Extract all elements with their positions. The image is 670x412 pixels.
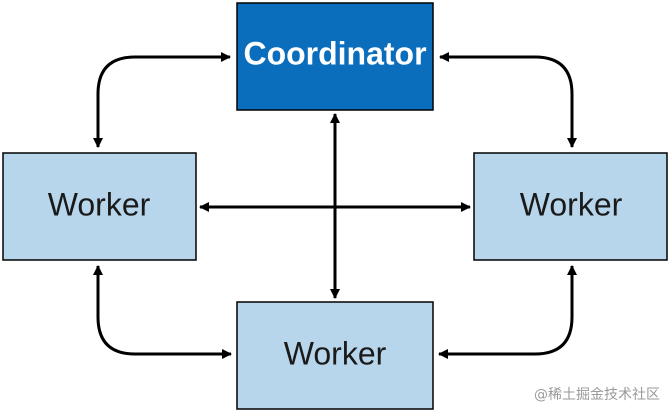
watermark: @稀土掘金技术社区 [534, 387, 660, 403]
coordinator-box [236, 2, 434, 111]
worker-bottom-node: Worker [236, 301, 434, 410]
worker-right-box [473, 152, 668, 261]
edge-coordinator-worker-right [439, 52, 577, 148]
coordinator-node: Coordinator [236, 2, 434, 111]
worker-right-node: Worker [473, 152, 668, 261]
edge-worker-right-worker-bottom [438, 265, 577, 359]
worker-left-box [2, 152, 197, 261]
edge-coordinator-worker-left [93, 52, 231, 148]
worker-left-node: Worker [2, 152, 197, 261]
worker-bottom-label: Worker [284, 335, 387, 371]
edge-worker-left-worker-bottom [93, 265, 232, 359]
worker-bottom-box [236, 301, 434, 410]
worker-right-label: Worker [520, 186, 623, 222]
edges [93, 52, 577, 359]
coordinator-label: Coordinator [243, 35, 426, 71]
worker-left-label: Worker [48, 186, 151, 222]
